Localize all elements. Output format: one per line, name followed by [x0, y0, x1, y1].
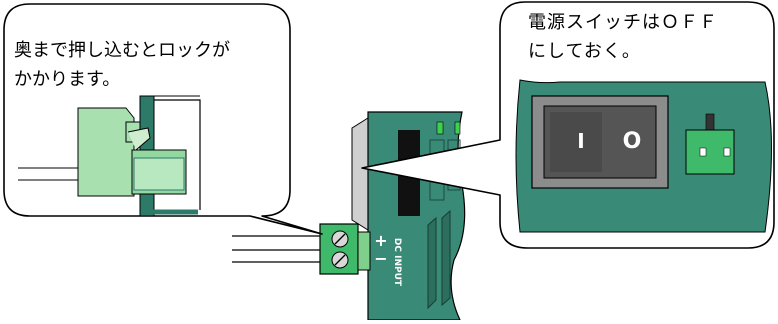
terminal-connector — [319, 223, 371, 275]
left-callout-text: 奥まで押し込むとロックが かかります。 — [14, 36, 230, 94]
right-callout-text: 電源スイッチはＯＦＦ にしておく。 — [528, 8, 718, 66]
small-terminal-connector — [685, 113, 735, 175]
device-body: DC INPUT + − — [351, 111, 466, 321]
plus-sign: + — [374, 231, 387, 250]
switch-off-symbol: O — [623, 129, 642, 154]
right-callout-line-1: 電源スイッチはＯＦＦ — [528, 12, 718, 33]
power-cable — [232, 235, 322, 263]
switch-on-symbol: I — [577, 129, 584, 153]
left-callout-line-2: かかります。 — [14, 69, 121, 90]
left-callout-bubble — [3, 3, 323, 235]
lock-closeup-illustration — [18, 95, 201, 217]
left-callout-line-1: 奥まで押し込むとロックが — [14, 40, 230, 61]
power-switch-rocker: I O — [531, 95, 669, 189]
right-callout-line-2: にしておく。 — [528, 41, 641, 62]
minus-sign: − — [374, 249, 387, 268]
port-label: DC INPUT — [392, 238, 402, 287]
right-callout-bubble: I O — [361, 1, 775, 249]
